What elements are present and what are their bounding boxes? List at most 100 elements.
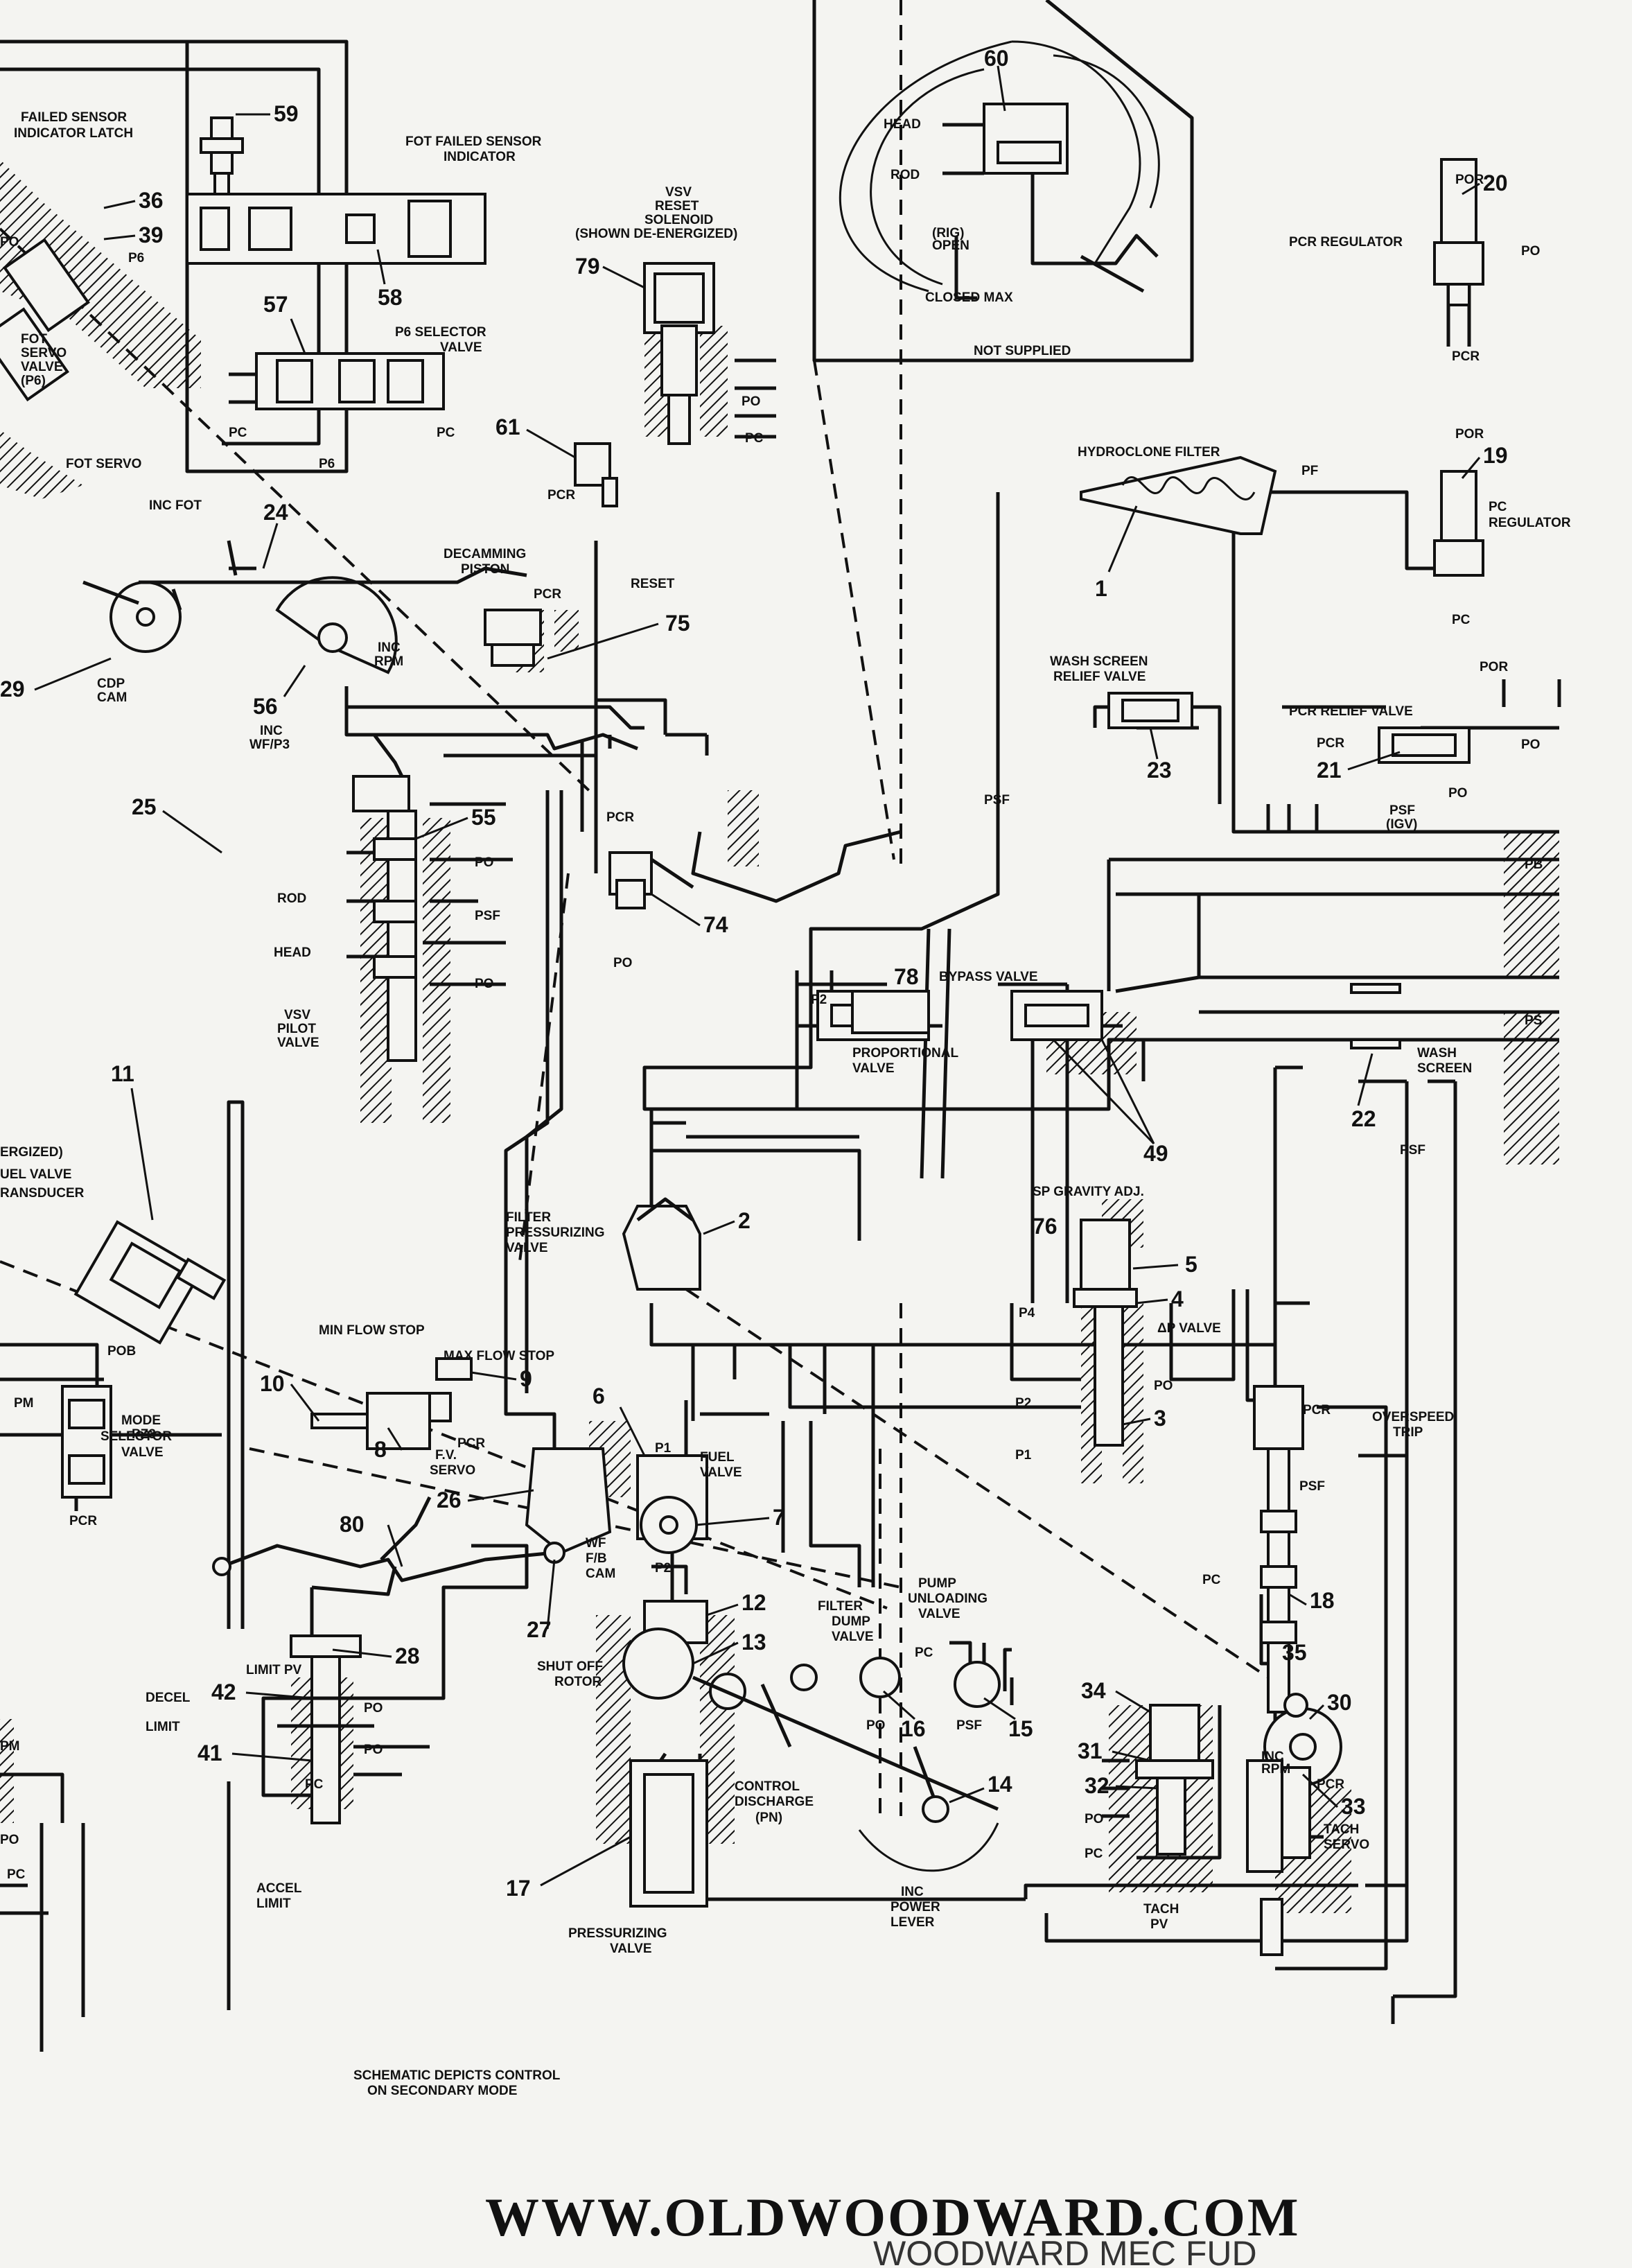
label-p6-selector-2: VALVE [440, 340, 482, 355]
label-inc-rpm-small-1: INC [1261, 1750, 1284, 1764]
port-psf: PSF [984, 793, 1010, 808]
caption-line-2: ON SECONDARY MODE [367, 2084, 517, 2098]
label-pressurizing-2: VALVE [610, 1942, 652, 1956]
part-number-23: 23 [1147, 758, 1172, 783]
part-number-1: 1 [1095, 576, 1107, 601]
port-p6: P6 [128, 251, 144, 265]
label-closed-max: CLOSED MAX [925, 290, 1013, 305]
label-inc-rpm-2: RPM [374, 654, 403, 669]
part-number-61: 61 [495, 415, 520, 439]
label-fot-servo-1: FOT [21, 332, 47, 347]
port-psf: PSF [475, 909, 500, 923]
label-pcr-regulator: PCR REGULATOR [1289, 235, 1403, 250]
port-pc: PC [915, 1646, 933, 1660]
label-wash-relief-2: RELIEF VALVE [1053, 670, 1146, 684]
part-number-14: 14 [988, 1772, 1012, 1797]
part-number-79: 79 [575, 254, 600, 279]
part-number-22: 22 [1351, 1106, 1376, 1131]
port-p4: P4 [1019, 1306, 1035, 1320]
port-po: PO [1085, 1812, 1103, 1826]
port-p1: P1 [1015, 1448, 1032, 1463]
port-pf: PF [1301, 464, 1318, 478]
port-pcr: PCR [1303, 1403, 1331, 1418]
port-p2: P2 [655, 1561, 671, 1576]
part-number-25: 25 [132, 794, 157, 819]
port-ps: PS [1525, 1013, 1542, 1028]
part-number-60: 60 [984, 46, 1009, 71]
label-fot-failed-2: INDICATOR [444, 150, 516, 164]
label-filter-press-2: PRESSURIZING [506, 1225, 605, 1240]
label-fot-servo-3: VALVE [21, 360, 63, 374]
port-pcr: PCR [606, 810, 634, 825]
label-inc-wf-1: INC [260, 724, 283, 738]
port-po: PO [1154, 1379, 1173, 1393]
part-number-28: 28 [395, 1643, 420, 1668]
port-po: PO [475, 855, 493, 870]
label-proportional-1: PROPORTIONAL [852, 1046, 958, 1061]
label-proportional-2: VALVE [852, 1061, 895, 1076]
part-number-49: 49 [1143, 1141, 1168, 1166]
label-reset: RESET [631, 577, 675, 591]
label-fot-servo: FOT SERVO [66, 457, 141, 471]
label-transducer-3: RANSDUCER [0, 1186, 85, 1201]
port-pc: PC [1452, 613, 1471, 627]
label-decel: DECEL [146, 1691, 191, 1705]
label-max-flow: MAX FLOW STOP [444, 1349, 554, 1363]
footer-url: WWW.OLDWOODWARD.COM [485, 2187, 1301, 2247]
part-number-33: 33 [1341, 1794, 1366, 1819]
part-number-2: 2 [738, 1208, 751, 1233]
fluid-lines [0, 0, 1561, 2052]
label-limit: LIMIT [146, 1720, 180, 1734]
caption-line-1: SCHEMATIC DEPICTS CONTROL [353, 2068, 561, 2083]
port-pc: PC [1085, 1847, 1103, 1861]
part-number-4: 4 [1171, 1286, 1184, 1311]
part-number-7: 7 [773, 1505, 785, 1530]
label-tach-servo-1: TACH [1324, 1822, 1359, 1837]
part-number-32: 32 [1085, 1773, 1109, 1798]
part-number-35: 35 [1282, 1640, 1307, 1665]
port-rod: ROD [277, 891, 306, 906]
part-number-55: 55 [471, 805, 496, 830]
part-number-16: 16 [901, 1716, 926, 1741]
components [0, 40, 1484, 1956]
label-inc-fot: INC FOT [149, 498, 202, 513]
part-number-6: 6 [593, 1384, 605, 1408]
part-number-36: 36 [139, 188, 164, 213]
port-head: HEAD [274, 945, 311, 960]
label-inc-wf-2: WF/P3 [249, 738, 290, 752]
part-numbers: 59 36 39 58 57 79 61 60 20 19 1 24 75 29… [0, 46, 1508, 1901]
label-power-lever-1: INC [901, 1885, 924, 1899]
label-vsv-3: SOLENOID [644, 213, 713, 227]
label-transducer-1: ERGIZED) [0, 1145, 63, 1160]
label-failed-sensor-1: FAILED SENSOR [21, 110, 127, 125]
label-fot-servo-4: (P6) [21, 374, 46, 388]
leader-lines [34, 65, 1481, 1887]
label-vsv-2: RESET [655, 199, 699, 213]
label-power-lever-3: LEVER [890, 1915, 935, 1930]
port-p6: P6 [319, 457, 335, 471]
label-filter-press-3: VALVE [506, 1241, 548, 1255]
label-bypass: BYPASS VALVE [939, 970, 1038, 984]
port-pcr: PCR [69, 1514, 97, 1528]
label-decamming-2: PISTON [461, 562, 509, 577]
port-psf: PSF [956, 1718, 982, 1733]
label-tach-servo-2: SERVO [1324, 1838, 1369, 1852]
label-rod-top: ROD [890, 168, 920, 182]
label-hydroclone: HYDROCLONE FILTER [1078, 445, 1220, 460]
label-vsv-pilot-1: VSV [284, 1008, 310, 1022]
label-pc-reg-2: REGULATOR [1489, 516, 1571, 530]
label-vsv-pilot-2: PILOT [277, 1022, 316, 1036]
label-wash-relief-1: WASH SCREEN [1050, 654, 1148, 669]
part-number-9: 9 [520, 1366, 532, 1391]
label-transducer-2: UEL VALVE [0, 1167, 71, 1182]
label-mode-1: MODE [121, 1413, 161, 1428]
label-cdp-cam-2: CAM [97, 690, 127, 705]
port-labels: PO P6 PC PC P6 PO PC PCR PCR POR PO PCR … [0, 173, 1543, 1882]
label-fuel-valve-2: VALVE [700, 1465, 742, 1480]
part-number-34: 34 [1081, 1678, 1106, 1703]
port-psf: PSF [1400, 1143, 1425, 1158]
part-number-30: 30 [1327, 1690, 1352, 1715]
label-not-supplied: NOT SUPPLIED [974, 344, 1071, 358]
part-number-10: 10 [260, 1371, 285, 1396]
part-number-11: 11 [111, 1061, 134, 1086]
